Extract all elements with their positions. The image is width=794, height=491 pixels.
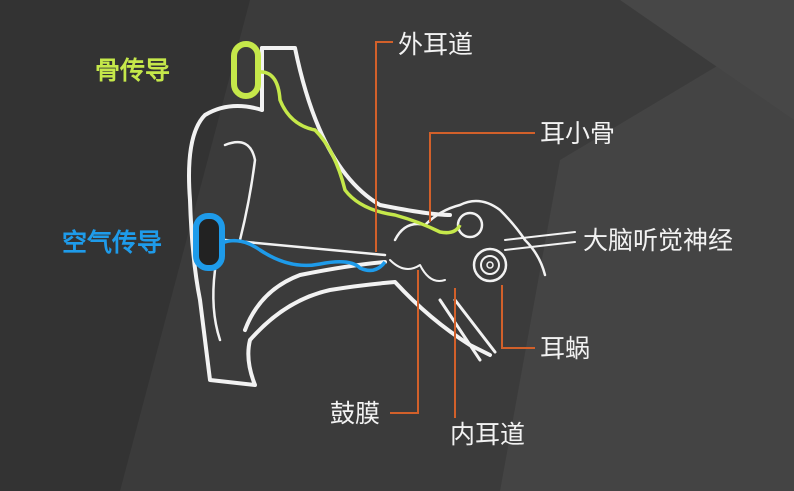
ear-outline — [187, 46, 576, 387]
label-air-conduction: 空气传导 — [62, 228, 163, 257]
air-conduction-path — [193, 213, 387, 273]
leader-ossicles — [429, 132, 535, 222]
label-cochlea: 耳蜗 — [540, 334, 591, 363]
label-auditory-nerve: 大脑听觉神经 — [583, 226, 734, 255]
label-ossicles: 耳小骨 — [540, 119, 616, 148]
air-conduction-device-icon — [193, 213, 225, 271]
bone-conduction-device-icon — [231, 41, 261, 99]
leader-outer-ear-canal — [375, 41, 393, 252]
label-eardrum: 鼓膜 — [330, 399, 381, 428]
leader-lines — [375, 41, 535, 418]
leader-eardrum — [390, 270, 419, 414]
label-bone-conduction: 骨传导 — [95, 56, 171, 85]
label-outer-ear-canal: 外耳道 — [398, 30, 474, 59]
label-inner-ear-canal: 内耳道 — [450, 420, 526, 449]
bone-conduction-path — [231, 41, 462, 235]
leader-cochlea — [501, 285, 535, 349]
